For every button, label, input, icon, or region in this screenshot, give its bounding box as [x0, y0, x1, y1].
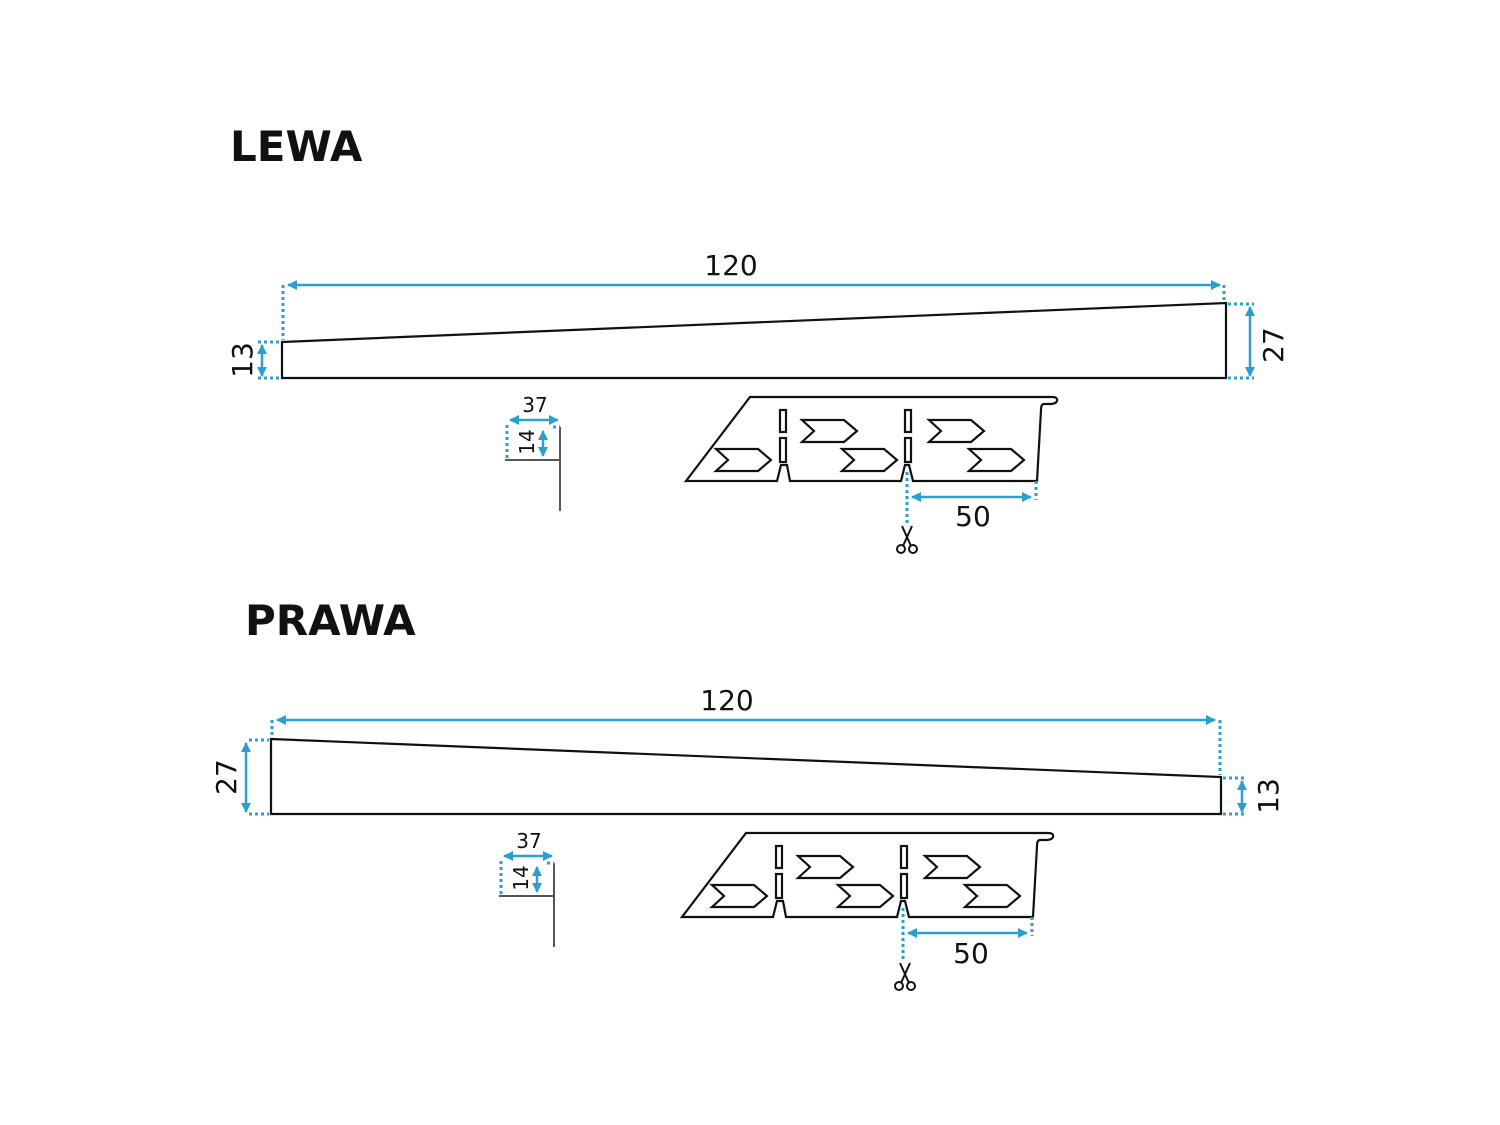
left-height-label: 27	[210, 759, 243, 795]
right-height-label: 13	[1252, 778, 1285, 814]
scissors-icon	[896, 525, 918, 554]
wedge-outline	[280, 301, 1228, 380]
profile-width-label: 37	[522, 393, 547, 417]
section-prawa: PRAWA 120 27 13 37 14 50	[210, 596, 1285, 991]
profile-height-label: 14	[509, 865, 533, 890]
profile-width-label: 37	[516, 829, 541, 853]
perforated-strip	[686, 397, 1057, 526]
length-label: 120	[704, 249, 757, 282]
length-label: 120	[700, 684, 753, 717]
section-title: LEWA	[230, 122, 363, 171]
left-height-label: 13	[226, 342, 259, 378]
cut-spacing-label: 50	[955, 500, 991, 533]
profile-height-label: 14	[515, 429, 539, 454]
wedge-outline	[269, 737, 1223, 816]
cut-spacing-label: 50	[953, 937, 989, 970]
perforated-strip	[682, 833, 1053, 962]
section-title: PRAWA	[245, 596, 416, 645]
right-height-label: 27	[1257, 327, 1290, 363]
scissors-icon	[894, 962, 916, 991]
section-lewa: LEWA 120 13 27 37 14 50	[226, 122, 1290, 554]
